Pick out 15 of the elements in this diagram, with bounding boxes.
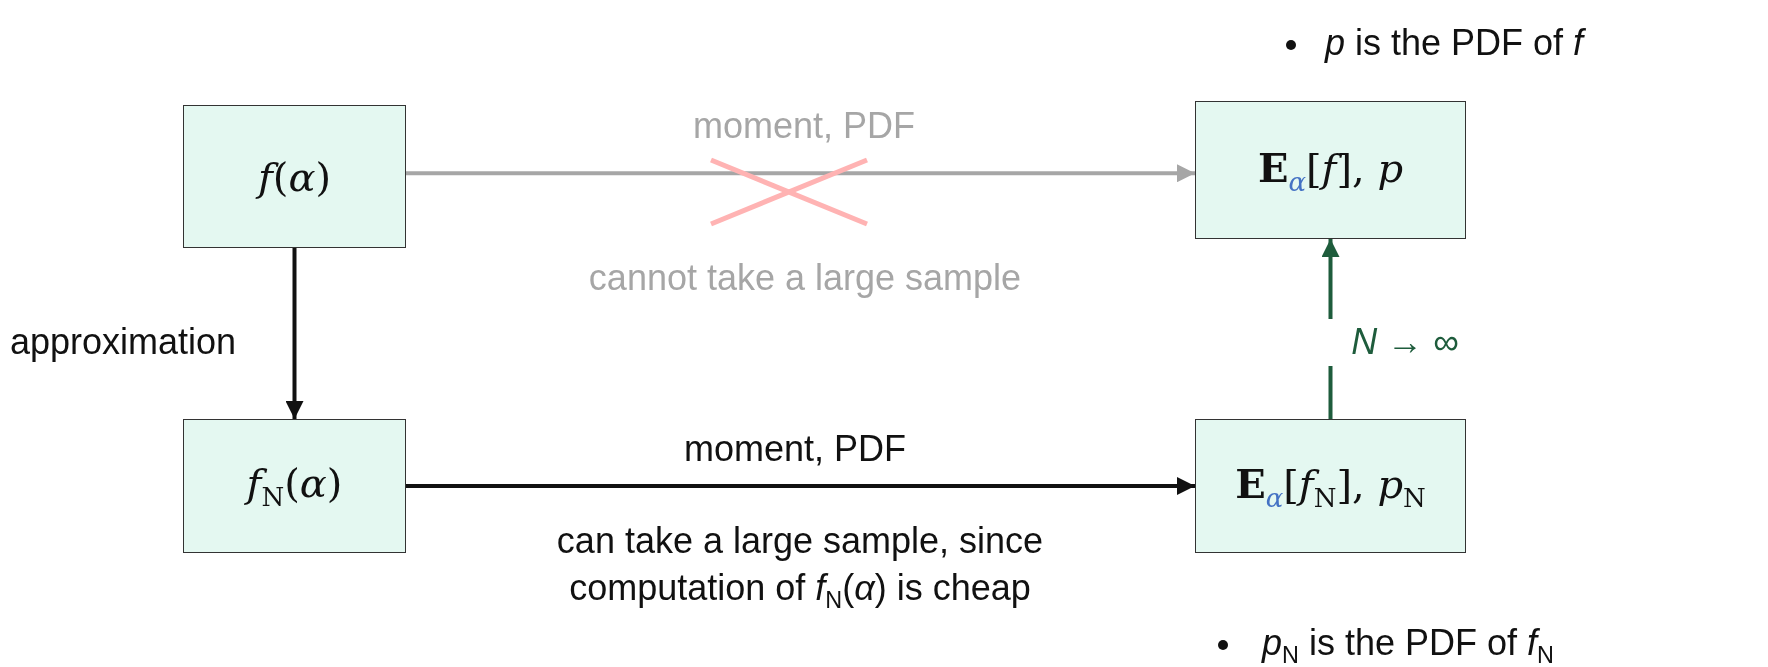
arrow bbox=[285, 248, 304, 419]
bullet-text: p is the PDF of f bbox=[1325, 21, 1587, 65]
note-text: can take a large sample, since computation of f$_{N}$(α) is cheap bbox=[555, 519, 1045, 615]
node-box bbox=[1195, 101, 1466, 239]
node-box bbox=[1195, 419, 1466, 553]
math-expression: f(α) bbox=[257, 153, 331, 200]
math-expression: E$_{α}$[f], p bbox=[1257, 143, 1404, 197]
note-text: cannot take a large sample bbox=[587, 256, 1023, 300]
node-box bbox=[183, 105, 406, 248]
node-box bbox=[183, 419, 406, 553]
math-expression: f$_{N}$(α) bbox=[246, 460, 343, 512]
bullet-text: p$_{N}$ is the PDF of f$_{N}$ bbox=[1262, 621, 1555, 667]
math-expression: E$_{α}$[f$_{N}$], p$_{N}$ bbox=[1235, 459, 1426, 513]
arrow bbox=[406, 164, 1195, 183]
arrow bbox=[406, 477, 1195, 495]
